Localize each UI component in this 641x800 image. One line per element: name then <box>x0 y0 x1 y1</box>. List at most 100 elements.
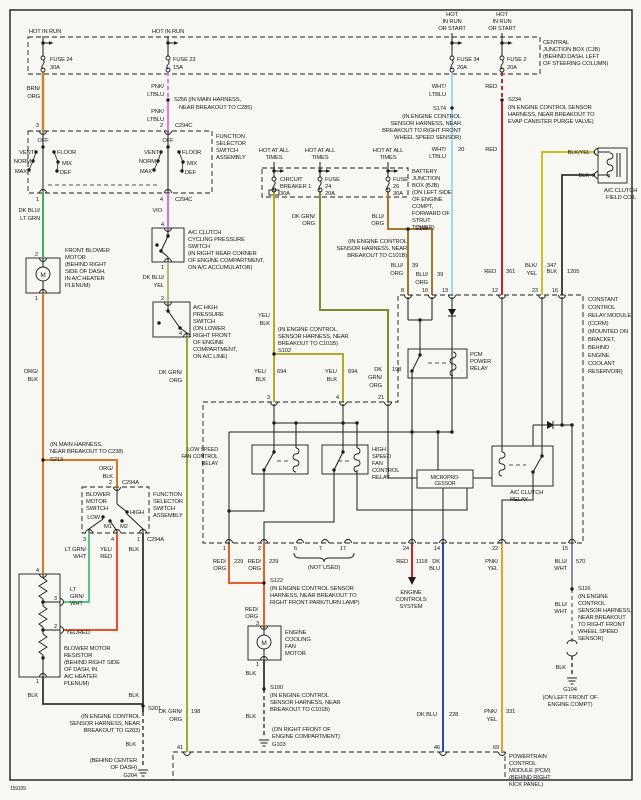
diagram-text: 1 <box>35 296 38 302</box>
diagram-text: 1 <box>593 150 596 156</box>
junction-dot <box>52 150 56 154</box>
diagram-text: DEF <box>60 170 72 176</box>
diagram-text: MOTOR <box>65 255 86 261</box>
diagram-text: SWITCH <box>153 506 175 512</box>
diagram-text: LOW <box>87 515 100 521</box>
diagram-text: A/C HEATER <box>64 674 97 680</box>
diagram-text: 20A <box>507 65 517 71</box>
diagram-text: ORG <box>213 566 226 572</box>
diagram-text: OF STEERING COLUMN) <box>543 61 608 67</box>
diagram-text: (CCRM) <box>588 321 609 327</box>
diagram-text: YEL <box>487 566 498 572</box>
terminal-ring <box>256 634 272 650</box>
pin <box>39 289 47 294</box>
diagram-text: 4 <box>161 222 165 228</box>
junction-dot <box>41 458 45 462</box>
diagram-text: COMPARTMENT, <box>193 347 238 353</box>
junction-dot <box>436 430 440 434</box>
diagram-text: ASSEMBLY <box>153 513 183 519</box>
junction-dot <box>272 169 276 173</box>
diagram-text: FAN <box>285 644 296 650</box>
branch-arrow <box>458 41 463 45</box>
function-selector-box <box>27 130 213 194</box>
diagram-text: KICK PANEL) <box>509 782 543 788</box>
junction-dot <box>418 353 422 357</box>
diagram-text: 1 <box>36 197 39 203</box>
diagram-text: SYSTEM <box>400 604 423 610</box>
pin <box>408 539 416 544</box>
diagram-text: SENSOR HARNESS, <box>578 608 632 614</box>
microprocessor-box <box>416 469 474 489</box>
junction-dot <box>406 227 410 231</box>
terminal-ring <box>271 176 277 182</box>
wire <box>532 455 543 473</box>
diagram-text: 2 <box>161 296 164 302</box>
pin <box>498 751 506 756</box>
wire <box>109 520 118 533</box>
not-used-brace <box>293 552 355 563</box>
diagram-text: ORG <box>169 717 182 723</box>
diagram-text: BLK <box>245 671 256 677</box>
bjb-box <box>261 167 409 198</box>
diagram-text: OR START <box>488 26 516 32</box>
diagram-text: BEHIND <box>588 345 609 351</box>
junction-dot <box>450 41 454 45</box>
diagram-text: NORM <box>14 159 31 165</box>
diagram-text: BLK <box>102 474 113 480</box>
wire-org-blk <box>43 459 118 487</box>
wire-blk-1205 <box>561 174 595 295</box>
diagram-text: LTBLU <box>429 92 446 98</box>
diagram-text: ORG/ <box>24 369 39 375</box>
diagram-text: C294A <box>147 537 164 543</box>
wire <box>179 327 188 337</box>
terminal-ring <box>35 266 51 282</box>
diagram-text: 46 <box>434 745 440 751</box>
diagram-text: 1 <box>256 662 259 668</box>
junction-dot <box>181 160 185 164</box>
pin <box>164 130 172 135</box>
diagram-text: SENSOR HARNESS, NEAR <box>270 700 340 706</box>
diagram-text: RED <box>485 147 497 153</box>
diagram-text: SENSOR HARNESS, NEAR <box>391 121 461 127</box>
diagram-text: S122 <box>270 578 283 584</box>
junction-dot <box>294 421 298 425</box>
diagram-text: RELAY <box>470 366 488 372</box>
diagram-text: 361 <box>506 269 515 275</box>
diagram-text: C294C <box>175 123 192 129</box>
cjb-box <box>27 36 541 75</box>
junction-dot <box>56 160 60 164</box>
ground-symbol <box>567 677 577 685</box>
diagram-text: (IN ENGINE CONTROL <box>270 693 330 699</box>
diagram-text: 39 <box>437 272 443 278</box>
junction-dot <box>272 352 276 356</box>
diagram-text: LOW SPEED <box>187 447 218 453</box>
diagram-text: ORG <box>371 221 384 227</box>
diagram-text: POWER <box>470 359 491 365</box>
pin <box>558 294 566 299</box>
diagram-text: HOT AT ALL <box>305 148 336 154</box>
pin <box>339 401 347 406</box>
junction-dot <box>155 243 159 247</box>
diagram-text: HOT <box>446 12 458 18</box>
diagram-text: 69 <box>493 745 499 751</box>
wire-yel-red <box>63 533 118 631</box>
junction-dot <box>101 515 105 519</box>
junction-dot <box>177 150 181 154</box>
diagram-text: 3 <box>256 621 259 627</box>
diagram-text: HARNESS, NEAR BREAKOUT TO <box>270 593 357 599</box>
junction-dot <box>570 587 574 591</box>
diagram-text: WHEEL SPEED <box>578 629 618 635</box>
diagram-text: PCM <box>470 352 483 358</box>
diagram-text: BRN/ <box>27 86 41 92</box>
wire <box>387 404 417 479</box>
diagram-text: JUNCTION <box>412 176 440 182</box>
diagram-text: 3 <box>267 395 270 401</box>
diagram-text: DK GRN/ <box>159 370 183 376</box>
diagram-text: FAN CONTROL <box>181 454 218 460</box>
pin <box>439 539 447 544</box>
diagram-text: SENSOR HARNESS, NEAR <box>278 334 348 340</box>
diagram-text: 1 <box>137 537 140 543</box>
junction-dot <box>450 106 454 110</box>
diagram-text: POWERTRAIN <box>509 754 547 760</box>
junction-dot <box>166 41 170 45</box>
